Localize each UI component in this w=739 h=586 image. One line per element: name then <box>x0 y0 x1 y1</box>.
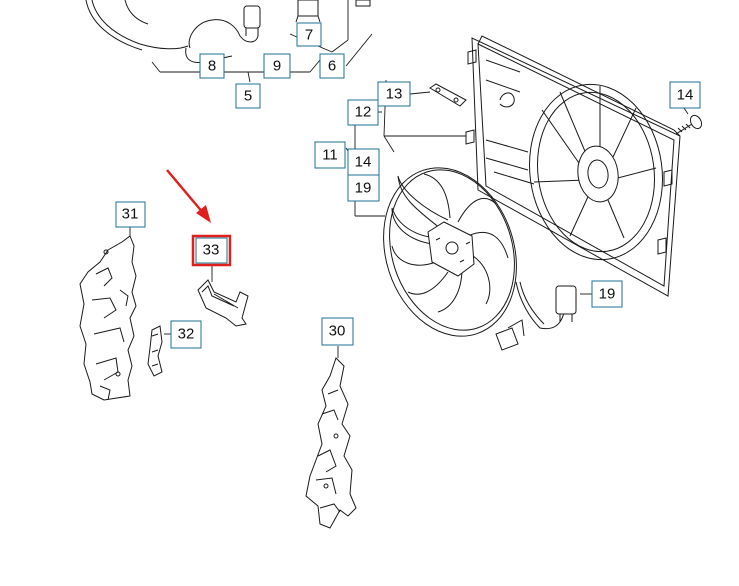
svg-text:14: 14 <box>355 154 372 171</box>
callout-8[interactable]: 8 <box>199 53 225 79</box>
callout-19-plug[interactable]: 19 <box>591 280 623 308</box>
callout-11[interactable]: 11 <box>314 141 346 169</box>
callout-14-screw[interactable]: 14 <box>669 81 701 109</box>
callout-7[interactable]: 7 <box>296 22 322 47</box>
seal-bracket-33 <box>197 266 249 327</box>
air-duct-31 <box>79 226 137 401</box>
screw-14 <box>675 114 703 135</box>
svg-text:32: 32 <box>178 326 195 343</box>
svg-text:30: 30 <box>329 323 346 340</box>
svg-text:8: 8 <box>208 58 216 75</box>
bracket-32 <box>147 325 172 377</box>
callout-12[interactable]: 12 <box>347 99 379 126</box>
callout-6[interactable]: 6 <box>319 53 345 79</box>
svg-text:13: 13 <box>386 86 403 103</box>
bracket-plate-13 <box>429 83 467 107</box>
air-duct-30 <box>305 346 357 529</box>
svg-text:7: 7 <box>305 27 313 44</box>
upper-fan-assembly-partial <box>85 0 371 63</box>
callout-5[interactable]: 5 <box>235 83 261 109</box>
callout-14-fan[interactable]: 14 <box>347 148 380 176</box>
svg-text:5: 5 <box>244 88 252 105</box>
callout-13[interactable]: 13 <box>377 81 411 107</box>
radiator-fan-wheel <box>383 167 577 351</box>
svg-text:33: 33 <box>203 242 220 259</box>
svg-text:31: 31 <box>122 206 139 223</box>
svg-text:11: 11 <box>322 147 338 164</box>
callout-19-fan[interactable]: 19 <box>347 174 380 202</box>
svg-text:19: 19 <box>599 286 616 303</box>
callout-9[interactable]: 9 <box>263 53 291 79</box>
svg-text:9: 9 <box>273 58 281 75</box>
svg-text:6: 6 <box>328 58 336 75</box>
svg-text:14: 14 <box>677 87 694 104</box>
svg-text:12: 12 <box>355 104 372 121</box>
callout-30[interactable]: 30 <box>321 317 354 346</box>
fan-shroud <box>465 35 681 297</box>
callout-33[interactable]: 33 <box>195 237 228 264</box>
svg-text:19: 19 <box>355 180 372 197</box>
highlight-arrow <box>166 169 211 223</box>
callout-31[interactable]: 31 <box>115 201 146 228</box>
callout-32[interactable]: 32 <box>170 320 202 349</box>
highlight-box-33 <box>191 234 232 267</box>
